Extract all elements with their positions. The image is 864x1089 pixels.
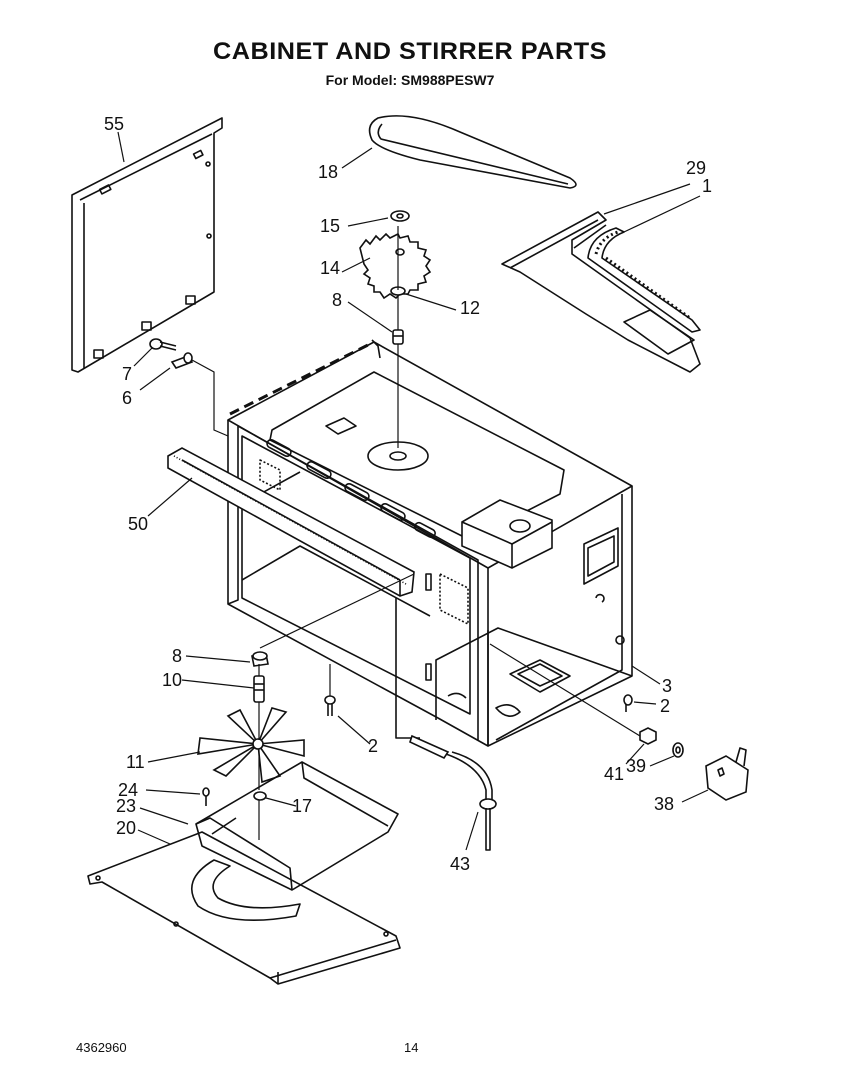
part-50-front-trim	[167, 447, 415, 597]
callout-41: 41	[604, 764, 624, 784]
callout-3: 3	[662, 676, 672, 696]
callout-2-right: 2	[660, 696, 670, 716]
document-number: 4362960	[76, 1040, 127, 1055]
callout-29: 29	[686, 158, 706, 178]
part-2-screw-right	[623, 694, 633, 712]
part-11-fan-blade	[197, 707, 305, 784]
part-8-bushing-lower	[251, 651, 269, 667]
callout-8-lower: 8	[172, 646, 182, 666]
part-41-nut	[639, 727, 657, 745]
part-20-base-pan	[87, 831, 401, 985]
cabinet-body	[227, 339, 633, 747]
callout-8-upper: 8	[332, 290, 342, 310]
callout-24: 24	[118, 780, 138, 800]
part-8-bushing-upper	[392, 329, 404, 345]
part-10-shaft	[253, 675, 265, 703]
callout-50: 50	[128, 514, 148, 534]
callout-7: 7	[122, 364, 132, 384]
callout-18: 18	[318, 162, 338, 182]
callout-2-lower: 2	[368, 736, 378, 756]
part-17-nut	[253, 791, 267, 801]
callout-labels: 55 18 29 1 15 14 8 12 7 6 50 3 2 8 10 2 …	[104, 114, 712, 874]
part-14-stirrer-blade	[359, 232, 432, 300]
callout-14: 14	[320, 258, 340, 278]
part-55-rear-panel	[71, 117, 223, 373]
part-2-screw-lower	[324, 695, 336, 716]
callout-20: 20	[116, 818, 136, 838]
part-6-fastener	[170, 352, 194, 369]
page-title: CABINET AND STIRRER PARTS	[213, 38, 607, 65]
part-18-gasket	[368, 115, 577, 189]
part-29-top-bracket	[501, 211, 701, 373]
callout-10: 10	[162, 670, 182, 690]
part-1-waveguide	[587, 227, 701, 355]
callout-38: 38	[654, 794, 674, 814]
callout-leaders	[117, 131, 709, 851]
page-number: 14	[404, 1040, 419, 1055]
part-15-nut	[390, 210, 410, 222]
callout-43: 43	[450, 854, 470, 874]
model-subtitle: For Model: SM988PESW7	[325, 72, 495, 88]
callout-1: 1	[702, 176, 712, 196]
front-vent-slots	[266, 438, 436, 539]
part-38-thermostat	[705, 747, 749, 801]
callout-17: 17	[292, 796, 312, 816]
callout-11: 11	[126, 752, 145, 772]
part-43-cable	[395, 598, 497, 851]
callout-15: 15	[320, 216, 340, 236]
part-39-washer	[672, 742, 684, 758]
part-23-fan-bracket	[195, 761, 399, 891]
callout-55: 55	[104, 114, 124, 134]
part-7-screw	[149, 338, 177, 351]
callout-39: 39	[626, 756, 646, 776]
callout-6: 6	[122, 388, 132, 408]
callout-23: 23	[116, 796, 136, 816]
part-24-screw	[202, 787, 210, 806]
callout-12: 12	[460, 298, 480, 318]
